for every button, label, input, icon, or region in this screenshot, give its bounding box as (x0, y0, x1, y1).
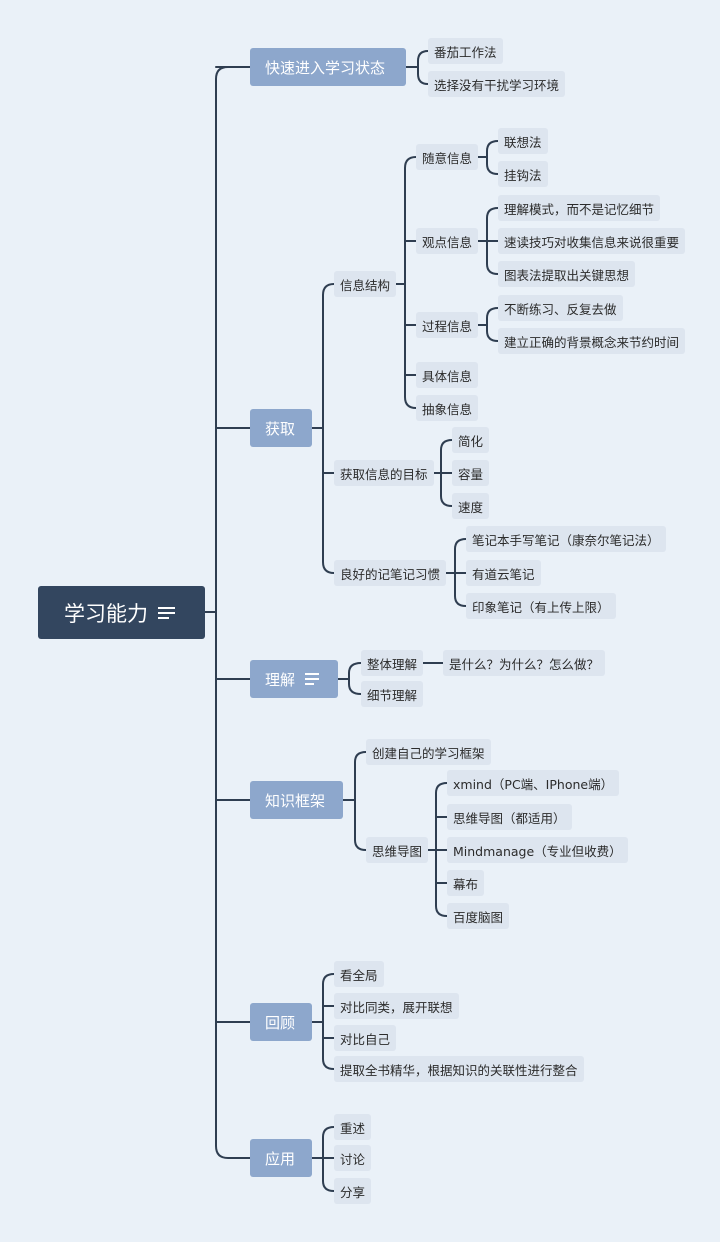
menu-lines-icon (158, 604, 175, 622)
leaf-share[interactable]: 分享 (334, 1178, 372, 1204)
branch-understand[interactable]: 理解 (250, 660, 338, 698)
root-topic[interactable]: 学习能力 (38, 586, 205, 639)
branch-acquire[interactable]: 获取 (250, 409, 312, 447)
leaf-mindmap-app[interactable]: 思维导图（都适用） (447, 804, 572, 830)
leaf-speed[interactable]: 速度 (452, 493, 490, 519)
leaf-peg-method[interactable]: 挂钩法 (498, 161, 548, 187)
topic-random-info[interactable]: 随意信息 (416, 144, 479, 170)
leaf-simplify[interactable]: 简化 (452, 427, 490, 453)
leaf-discuss[interactable]: 讨论 (334, 1145, 372, 1171)
topic-mind-map[interactable]: 思维导图 (366, 837, 429, 863)
topic-acquire-goal[interactable]: 获取信息的目标 (334, 460, 434, 486)
topic-overall-understanding[interactable]: 整体理解 (361, 650, 424, 676)
branch-apply[interactable]: 应用 (250, 1139, 312, 1177)
branch-label: 快速进入学习状态 (265, 58, 386, 77)
leaf-retell[interactable]: 重述 (334, 1114, 372, 1140)
menu-lines-icon (305, 670, 320, 688)
leaf-quiet-environment[interactable]: 选择没有干扰学习环境 (428, 71, 566, 97)
leaf-pomodoro[interactable]: 番茄工作法 (428, 38, 503, 64)
leaf-compare-self[interactable]: 对比自己 (334, 1025, 397, 1051)
topic-opinion-info[interactable]: 观点信息 (416, 228, 479, 254)
branch-label: 应用 (265, 1149, 296, 1168)
branch-review[interactable]: 回顾 (250, 1003, 312, 1041)
leaf-baidu-naotu[interactable]: 百度脑图 (447, 903, 510, 929)
topic-create-framework[interactable]: 创建自己的学习框架 (366, 739, 491, 765)
topic-info-structure[interactable]: 信息结构 (334, 271, 397, 297)
branch-label: 理解 (265, 670, 296, 689)
topic-note-habits[interactable]: 良好的记笔记习惯 (334, 560, 447, 586)
leaf-what-why-how[interactable]: 是什么？为什么？怎么做？ (443, 650, 606, 676)
leaf-background-concepts[interactable]: 建立正确的背景概念来节约时间 (498, 328, 686, 354)
leaf-speed-reading[interactable]: 速读技巧对收集信息来说很重要 (498, 228, 686, 254)
branch-label: 知识框架 (265, 791, 326, 810)
branch-label: 回顾 (265, 1013, 296, 1032)
branch-knowledge-framework[interactable]: 知识框架 (250, 781, 343, 819)
leaf-xmind[interactable]: xmind（PC端、IPhone端） (447, 770, 620, 796)
branch-label: 获取 (265, 419, 296, 438)
topic-concrete-info[interactable]: 具体信息 (416, 362, 479, 388)
leaf-mubu[interactable]: 幕布 (447, 870, 485, 896)
topic-process-info[interactable]: 过程信息 (416, 312, 479, 338)
leaf-mindmanage[interactable]: Mindmanage（专业但收费） (447, 837, 628, 863)
branch-quick-start[interactable]: 快速进入学习状态 (250, 48, 406, 86)
leaf-youdao-notes[interactable]: 有道云笔记 (466, 560, 541, 586)
topic-detail-understanding[interactable]: 细节理解 (361, 681, 424, 707)
leaf-association[interactable]: 联想法 (498, 128, 548, 154)
leaf-practice[interactable]: 不断练习、反复去做 (498, 295, 623, 321)
leaf-cornell-notes[interactable]: 笔记本手写笔记（康奈尔笔记法） (466, 526, 666, 552)
leaf-capacity[interactable]: 容量 (452, 460, 490, 486)
leaf-big-picture[interactable]: 看全局 (334, 961, 384, 987)
leaf-evernote[interactable]: 印象笔记（有上传上限） (466, 593, 616, 619)
leaf-understand-patterns[interactable]: 理解模式，而不是记忆细节 (498, 195, 661, 221)
leaf-extract-essence[interactable]: 提取全书精华，根据知识的关联性进行整合 (334, 1056, 584, 1082)
root-label: 学习能力 (64, 601, 148, 626)
leaf-chart-method[interactable]: 图表法提取出关键思想 (498, 261, 636, 287)
topic-abstract-info[interactable]: 抽象信息 (416, 395, 479, 421)
leaf-compare-similar[interactable]: 对比同类，展开联想 (334, 993, 459, 1019)
